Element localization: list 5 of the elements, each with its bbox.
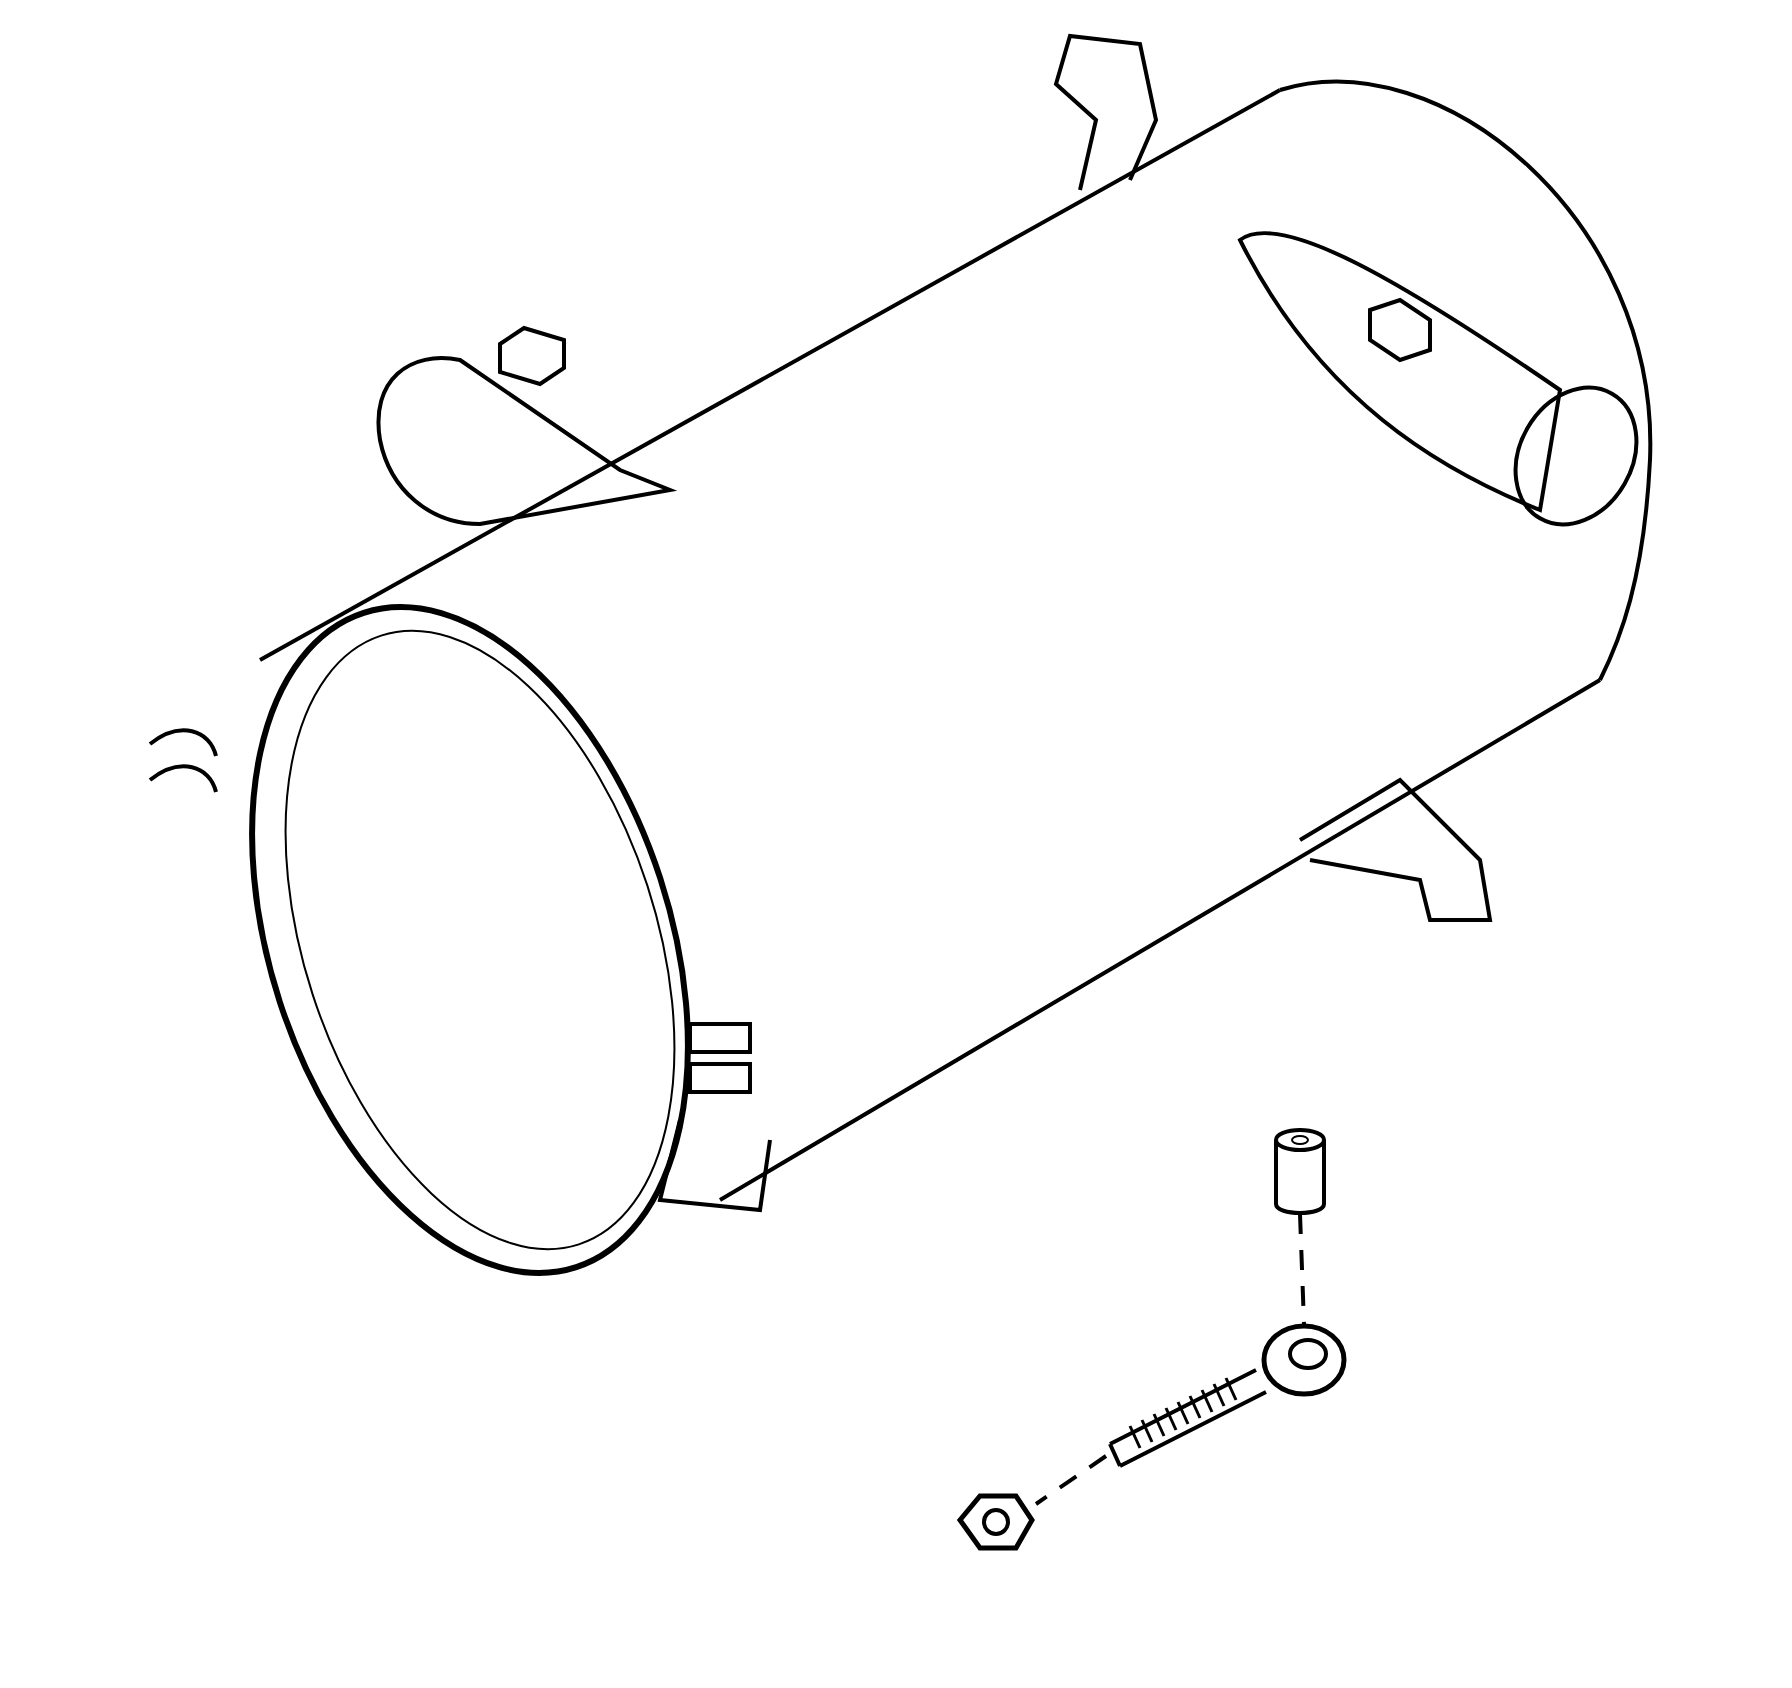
hex-nut-drawing	[956, 1493, 1035, 1551]
eye-bolt-drawing	[1108, 1323, 1347, 1468]
spacer-sleeve-drawing	[1274, 1128, 1326, 1215]
assembly-line	[1298, 1213, 1306, 1325]
assembly-line	[1034, 1454, 1108, 1506]
